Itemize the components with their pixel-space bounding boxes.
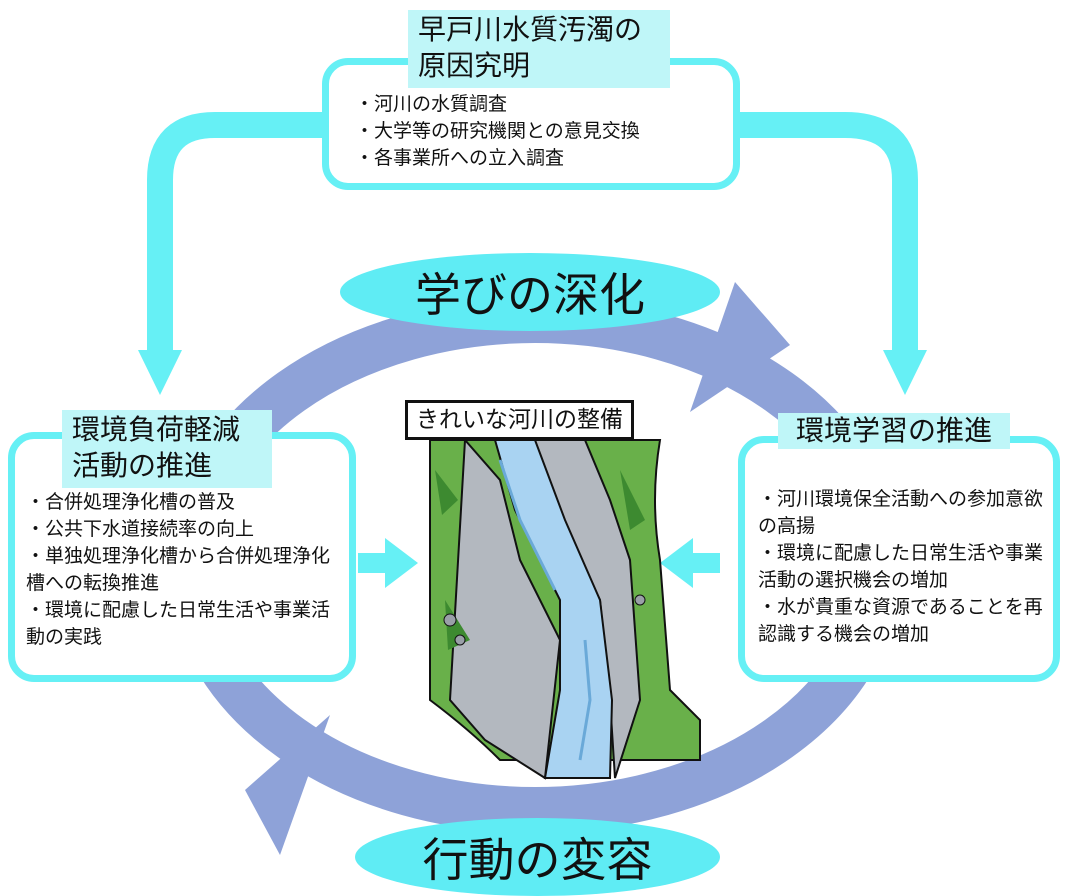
list-item: ・合併処理浄化槽の普及: [26, 491, 236, 513]
loop-arrow-left: [147, 112, 325, 352]
river-label: きれいな河川の整備: [405, 400, 634, 440]
right-box-title: 環境学習の推進: [778, 413, 1010, 449]
cycle-arrow-top-right: [690, 282, 790, 412]
list-item: ・水が貴重な資源であることを再認識する機会の増加: [758, 596, 1043, 645]
list-item: ・河川の水質調査: [355, 93, 508, 115]
list-item: ・大学等の研究機関との意見交換: [355, 120, 640, 142]
top-box-title-line1: 早戸川水質汚濁の: [418, 13, 643, 46]
left-box-title-line2: 活動の推進: [72, 449, 213, 482]
top-box-title-line2: 原因究明: [418, 49, 531, 82]
list-item: ・公共下水道接続率の向上: [26, 518, 255, 540]
oval-bottom: 行動の変容: [355, 818, 720, 896]
loop-arrow-right: [735, 112, 918, 352]
top-box-items: ・河川の水質調査 ・大学等の研究機関との意見交換 ・各事業所への立入調査: [355, 91, 725, 172]
arrow-left-to-river-shaft: [358, 553, 388, 573]
left-box-title: 環境負荷軽減 活動の推進: [62, 410, 272, 488]
arrow-right-to-river-head: [660, 538, 693, 588]
arrow-right-to-river-shaft: [690, 553, 720, 573]
list-item: ・環境に配慮した日常生活や事業活動の実践: [26, 599, 331, 648]
left-box-title-line1: 環境負荷軽減: [72, 413, 241, 446]
cycle-arrow-bottom-left: [245, 715, 330, 855]
top-box-title: 早戸川水質汚濁の 原因究明: [408, 10, 670, 88]
river-illustration: [429, 437, 701, 780]
list-item: ・各事業所への立入調査: [355, 147, 565, 169]
right-box-items: ・河川環境保全活動への参加意欲の高揚 ・環境に配慮した日常生活や事業活動の選択機…: [758, 486, 1048, 648]
list-item: ・河川環境保全活動への参加意欲の高揚: [758, 488, 1044, 537]
left-box-items: ・合併処理浄化槽の普及 ・公共下水道接続率の向上 ・単独処理浄化槽から合併処理浄…: [26, 489, 344, 651]
list-item: ・単独処理浄化槽から合併処理浄化槽への転換推進: [26, 545, 331, 594]
list-item: ・環境に配慮した日常生活や事業活動の選択機会の増加: [758, 542, 1044, 591]
arrow-left-to-river-head: [385, 538, 418, 588]
loop-arrow-right-head: [883, 350, 927, 395]
oval-top: 学びの深化: [340, 253, 720, 331]
loop-arrow-left-head: [138, 350, 182, 395]
right-box: [738, 436, 1060, 682]
